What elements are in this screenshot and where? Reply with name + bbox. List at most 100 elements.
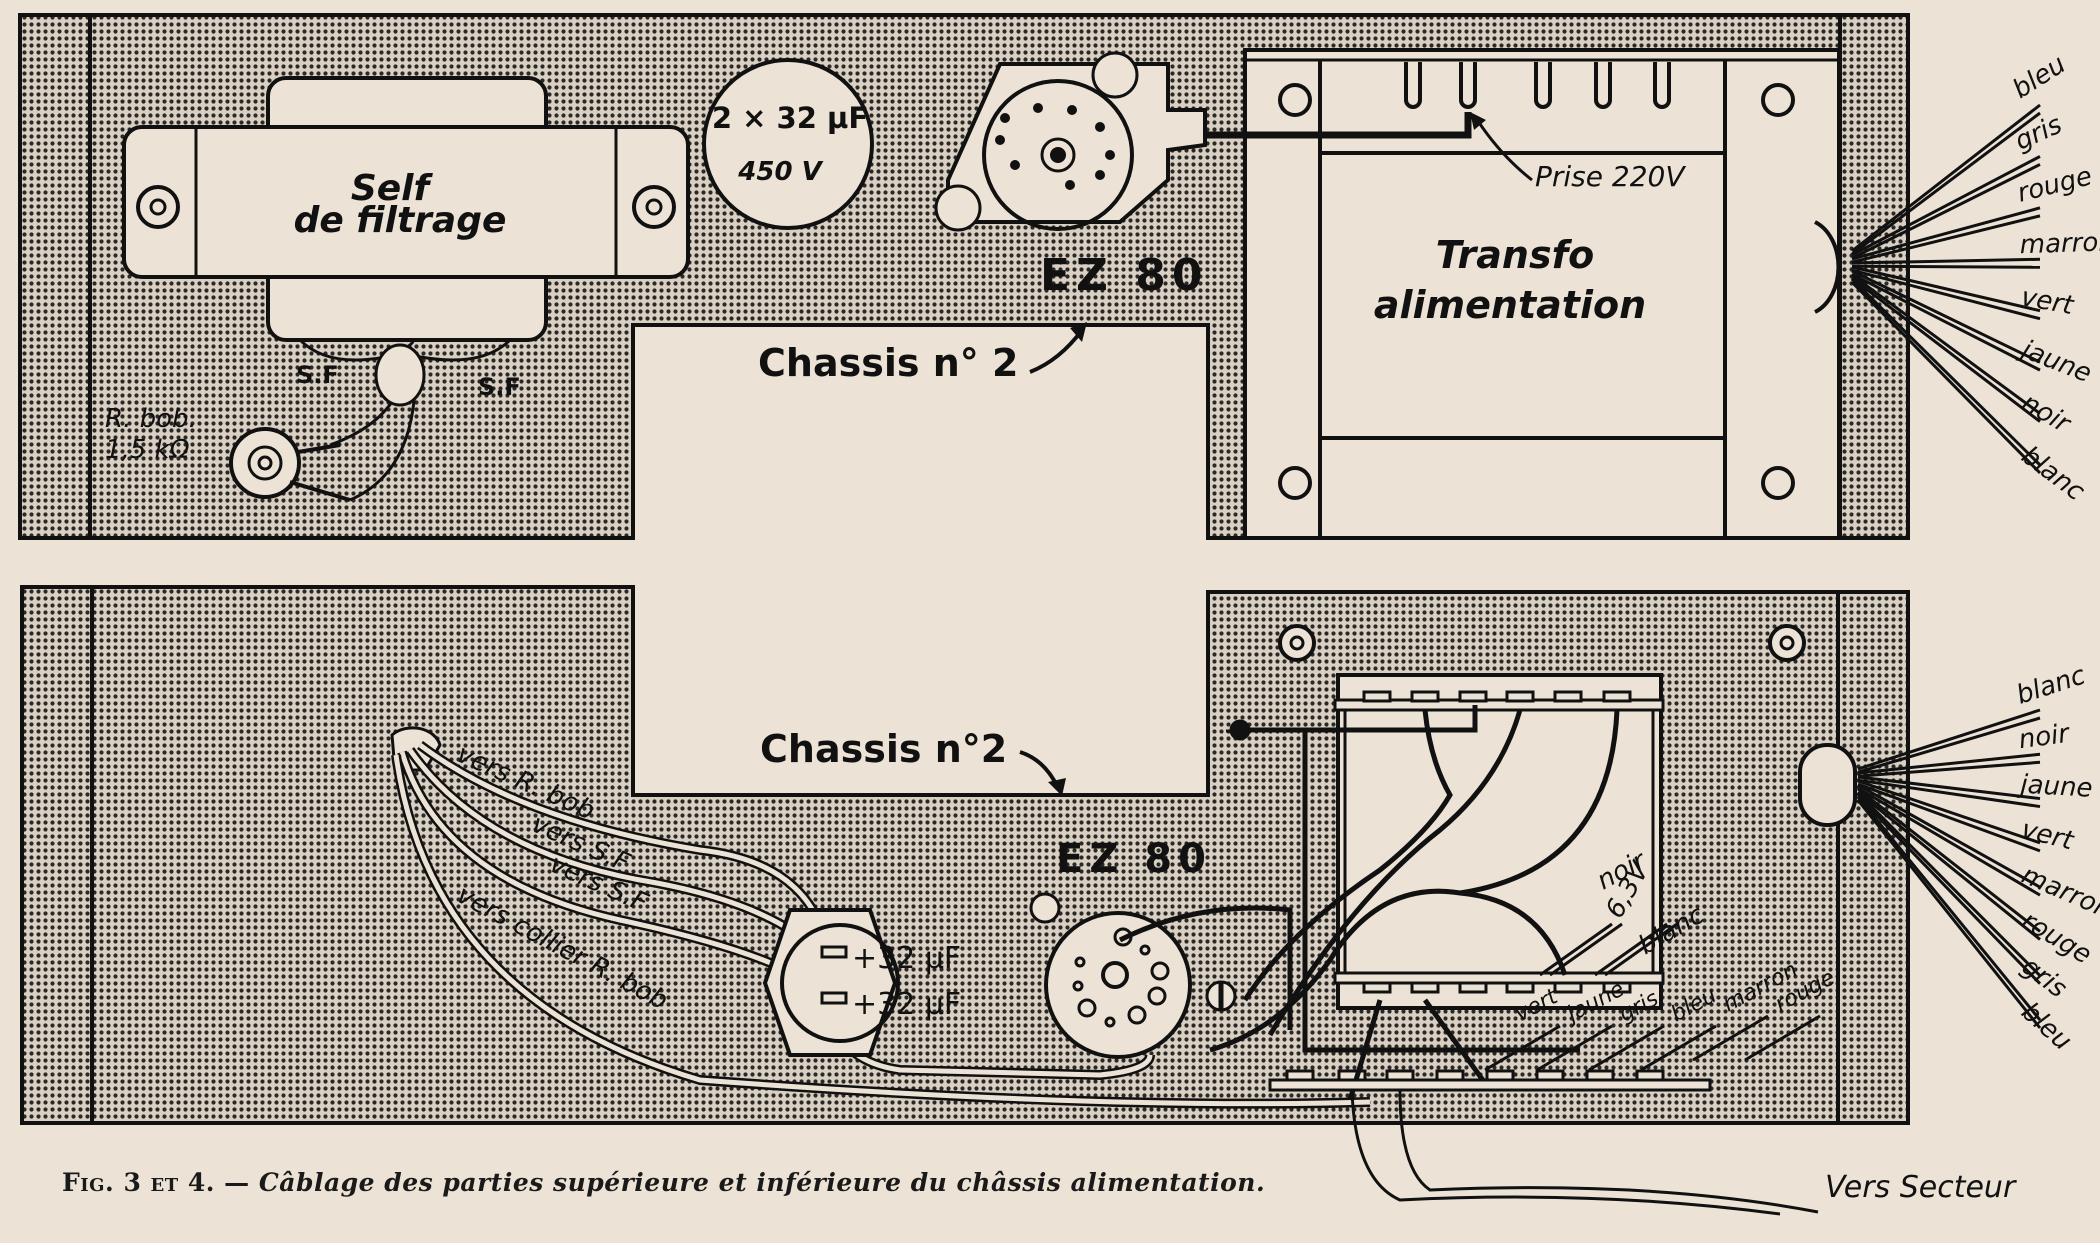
wire [1857,791,2041,941]
solder-lug [1458,690,1488,703]
terminal-wire [1588,1024,1665,1072]
wire-color-label: vert [2018,815,2077,857]
wire [1856,791,2042,977]
tube-label-bottom: EZ 80 [1056,836,1212,882]
capacitor-label-1: 2 × 32 µF [712,101,868,135]
mount-hole-icon [1761,466,1795,500]
solder-lug [1553,981,1583,994]
wire [1857,775,2041,801]
wire [1856,796,2042,1021]
solder-lug [1602,981,1632,994]
sf-right-label: S.F [478,373,521,401]
tap-label: Prise 220V [1535,160,1686,193]
mount-hole-icon [1768,624,1806,662]
wire [1857,752,2041,775]
solder-lug [1458,981,1488,994]
tube-label-top: EZ 80 [1040,250,1209,301]
choke-label-2: de filtrage [294,200,507,241]
tube-socket-bottom-icon [1044,911,1237,1059]
grommet-top [1814,220,1841,314]
tap-slots [1404,62,1671,109]
wire [1857,760,2041,778]
power-transformer: Prise 220V Transfo alimentation [1206,48,1841,540]
transformer-label-2: alimentation [1374,283,1646,327]
solder-lug [1505,981,1535,994]
choke-leads [298,338,512,502]
wire [1851,214,2041,264]
solder-lug [1410,981,1440,994]
terminal-wire [1640,1024,1717,1072]
wire [1857,716,2041,774]
wire [1857,708,2041,771]
wire [1851,277,2041,423]
capacitor-label-2: 450 V [737,157,823,187]
bottom-chassis: Chassis n°2 vers R. bob vers S.F vers S.… [20,585,2100,1125]
capacitor-icon [702,58,874,230]
solder-lug [1362,981,1392,994]
wire [1857,779,2041,845]
wire [1851,264,2041,269]
mains-cable [1350,1089,1819,1216]
wire [1857,786,2041,897]
wire [1850,281,2042,475]
wire-color-label: jaune [2017,769,2094,803]
wire [1851,111,2041,256]
solder-lug [1505,690,1535,703]
chassis-label-bottom: Chassis n°2 [760,727,1007,771]
wire [1857,778,2041,809]
wire [1851,269,2041,364]
terminal-wire [1692,1014,1769,1062]
wire [1857,782,2041,853]
wire-color-label: noir [2017,718,2073,755]
wire [1851,273,2041,415]
wire-color-label: bleu [2015,997,2077,1057]
grommet-bottom [1798,743,1857,827]
mount-hole-icon [632,185,676,229]
wire [1856,795,2042,985]
wire-color-label: rouge [2014,161,2095,208]
transformer-bottom: noir 6,3V blanc [1118,624,1806,1101]
wire [1850,277,2042,467]
terminal-wire [1484,1024,1561,1072]
resistor-icon [229,427,351,502]
mount-hole-icon [1278,624,1316,662]
transformer-label-1: Transfo [1436,233,1594,277]
chassis-arrow-top [1029,328,1084,374]
wire [1856,799,2042,1029]
top-chassis: Self de filtrage S.F S.F R. bob. 1,5 kΩ … [18,13,2100,540]
wire-color-label: marron [2019,227,2100,260]
wire [1851,155,2041,257]
choke-label-1: Self [351,168,434,209]
mount-hole-icon [1278,83,1312,117]
wire-color-label: gris [2011,110,2067,157]
mains-label: Vers Secteur [1825,1170,2017,1205]
capacitor-mount-icon [762,908,900,1057]
resistor-label-1: R. bob. [105,404,197,434]
resistor-label-2: 1,5 kΩ [105,435,190,465]
wire [1851,163,2041,260]
wire [1851,268,2041,321]
wire [1851,272,2041,372]
wire [1851,265,2041,313]
wire [1851,257,2041,265]
tube-socket-icon [934,51,1207,232]
cap2-label: +32 µF [852,987,961,1022]
caption-text: Câblage des parties supérieure et inféri… [258,1168,1266,1197]
chassis-label-top: Chassis n° 2 [758,341,1018,385]
wire [1857,783,2041,889]
filter-choke: Self de filtrage [122,76,690,342]
wire [1857,787,2041,933]
wire [1851,206,2041,261]
wire-color-label: bleu [2008,49,2072,105]
cap1-label: +32 µF [852,941,961,976]
wire-color-label: blanc [2016,441,2090,507]
solder-lug [1362,690,1392,703]
mount-hole-icon [1278,466,1312,500]
wire [1851,103,2041,253]
wire-color-label: jaune [2015,334,2096,389]
solder-lug [1553,690,1583,703]
terminal-wire [1744,1014,1821,1062]
terminal-wire [1536,1024,1613,1072]
mount-hole-icon [1761,83,1795,117]
